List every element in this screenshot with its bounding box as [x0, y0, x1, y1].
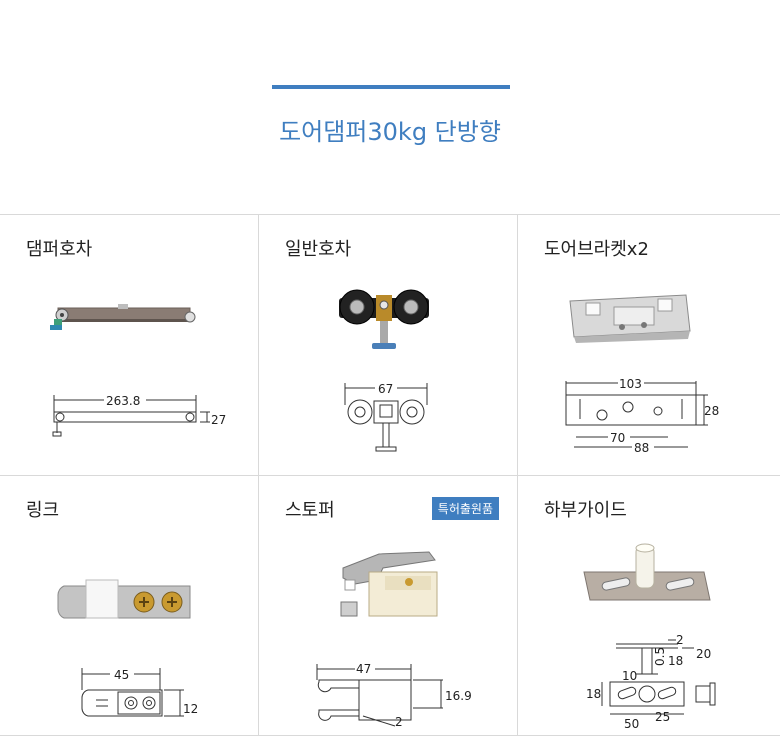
dim-e: 10	[622, 669, 637, 683]
door-bracket-illustration: 103 28 70 88	[565, 294, 719, 455]
title-accent-bar	[272, 85, 510, 89]
dim-d: 20	[696, 647, 711, 661]
dim-length: 263.8	[106, 394, 140, 408]
dim-width: 45	[114, 668, 129, 682]
product-grid: 댐퍼호차 263.8 27	[0, 214, 780, 736]
bottom-guide-illustration: 2 0.5 18 20 10 18 50 25	[583, 543, 716, 731]
product-title: 도어브라켓x2	[544, 239, 649, 260]
dim-width: 47	[356, 662, 371, 676]
product-title: 스토퍼	[285, 500, 335, 521]
dim-a: 2	[676, 633, 684, 647]
damper-roller-illustration: 263.8 27	[50, 304, 226, 437]
link-illustration: 45 12	[57, 579, 198, 717]
product-title: 댐퍼호차	[26, 239, 93, 260]
product-card-damper-roller: 댐퍼호차 263.8 27	[0, 215, 259, 476]
dim-small: 2	[395, 715, 403, 729]
dim-f: 18	[586, 687, 601, 701]
dim-bottom: 88	[634, 441, 649, 455]
dim-height: 27	[211, 413, 226, 427]
product-title: 링크	[26, 500, 60, 521]
dim-height: 28	[704, 404, 719, 418]
standard-roller-illustration: 67	[339, 289, 429, 452]
dim-height: 12	[183, 702, 198, 716]
stopper-illustration: 47 16.9 2	[316, 551, 472, 729]
dim-width: 67	[378, 382, 393, 396]
dim-top: 103	[619, 377, 642, 391]
page-title: 도어댐퍼30kg 단방향	[279, 118, 501, 146]
product-card-bottom-guide: 하부가이드 2 0.5 18 20 10 18	[518, 475, 780, 736]
dim-c: 18	[668, 654, 683, 668]
product-card-door-bracket: 도어브라켓x2 103 28	[518, 215, 780, 476]
dim-h: 25	[655, 710, 670, 724]
product-card-link: 링크 45 12	[0, 475, 259, 736]
dim-g: 50	[624, 717, 639, 731]
dim-inner: 70	[610, 431, 625, 445]
patent-badge: 특허출원품	[431, 497, 499, 520]
dim-height: 16.9	[445, 689, 472, 703]
product-title: 하부가이드	[544, 500, 627, 521]
product-title: 일반호차	[285, 239, 352, 260]
product-card-stopper: 스토퍼 특허출원품 47 16.9 2	[259, 475, 518, 736]
product-card-standard-roller: 일반호차 67	[259, 215, 518, 476]
dim-b: 0.5	[653, 647, 667, 666]
